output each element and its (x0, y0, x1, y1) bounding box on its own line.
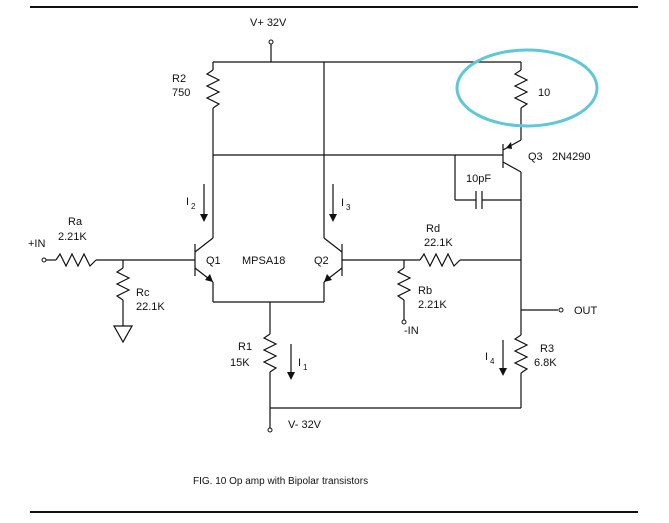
resistor-rc: Rc 22.1K (115, 260, 165, 326)
q2-name: Q2 (314, 255, 329, 267)
positive-supply-terminal (268, 39, 274, 45)
r2-value: 750 (172, 87, 190, 99)
output-terminal: OUT (521, 305, 598, 317)
resistor-r2: R2 750 (172, 62, 221, 155)
r1-value: 15K (230, 357, 250, 369)
i4-index: 4 (490, 357, 495, 366)
r1-name: R1 (238, 341, 252, 353)
rb-name: Rb (418, 285, 432, 297)
negative-supply-terminal (267, 427, 273, 433)
i1-symbol: I (298, 357, 301, 369)
r2-name: R2 (172, 73, 186, 85)
i3-symbol: I (341, 197, 344, 209)
pair-model-label: MPSA18 (242, 255, 285, 267)
negative-supply-label: V- 32V (288, 419, 322, 431)
figure-caption: FIG. 10 Op amp with Bipolar transistors (193, 476, 368, 487)
i4-symbol: I (485, 351, 488, 363)
r-top-value: 10 (538, 87, 550, 99)
i3-index: 3 (346, 203, 351, 212)
rd-name: Rd (426, 223, 440, 235)
ground-symbol (112, 325, 134, 344)
q3-name: Q3 (528, 151, 543, 163)
rd-value: 22.1K (424, 237, 453, 249)
current-i4: I 4 (485, 340, 507, 376)
ra-name: Ra (68, 216, 83, 228)
plus-input: +IN (28, 238, 56, 263)
rc-name: Rc (136, 287, 150, 299)
resistor-rb: Rb 2.21K -IN (396, 260, 447, 337)
r3-name: R3 (540, 343, 554, 355)
highlight-ellipse (455, 48, 599, 128)
rb-value: 2.21K (418, 299, 447, 311)
negative-supply: V- 32V (267, 419, 322, 433)
minus-input-label: -IN (404, 325, 419, 337)
current-i1: I 1 (287, 344, 308, 380)
current-i3: I 3 (329, 184, 351, 222)
r3-value: 6.8K (534, 357, 557, 369)
q3-model: 2N4290 (552, 151, 591, 163)
ra-value: 2.21K (58, 231, 87, 243)
transistor-q1: Q1 (194, 155, 221, 302)
resistor-ra: Ra 2.21K (55, 216, 195, 268)
transistor-q3: Q3 2N4290 (502, 139, 591, 173)
rc-value: 22.1K (136, 301, 165, 313)
resistor-rd: Rd 22.1K (419, 223, 521, 268)
positive-supply: V+ 32V (250, 17, 287, 62)
plus-input-label: +IN (28, 238, 45, 250)
i2-symbol: I (186, 196, 189, 208)
i2-index: 2 (191, 202, 196, 211)
output-label: OUT (574, 305, 598, 317)
cap-value: 10pF (466, 173, 491, 185)
positive-supply-label: V+ 32V (250, 17, 287, 29)
i1-index: 1 (303, 363, 308, 372)
resistor-r1: R1 15K (230, 302, 278, 428)
resistor-r3: R3 6.8K (513, 334, 557, 408)
resistor-10-ohm: 10 (513, 62, 550, 140)
transistor-q2: Q2 (314, 222, 343, 302)
capacitor-10pf: 10pF (454, 155, 521, 209)
current-i2: I 2 (186, 184, 208, 222)
q1-name: Q1 (206, 255, 221, 267)
